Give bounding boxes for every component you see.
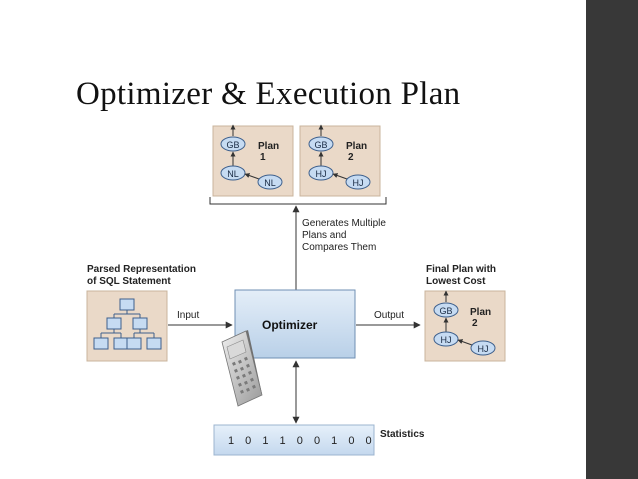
final-caption-line1: Final Plan with (426, 264, 496, 275)
plans-bracket (209, 197, 387, 205)
parse-tree-node (113, 337, 129, 350)
statistics-label: Statistics (380, 429, 425, 440)
slide-sidebar (586, 0, 638, 479)
optimizer-box: Optimizer (234, 289, 356, 359)
statistics-bit: 0 (314, 435, 320, 447)
optimizer-diagram: GB NL NL Plan 1 GB HJ HJ Plan 2 Generate… (86, 124, 506, 456)
generates-caption-line3: Compares Them (302, 242, 376, 253)
plan-1-box: GB NL NL Plan 1 (212, 124, 294, 197)
output-label: Output (374, 310, 404, 321)
plan-1-gb-node (220, 136, 246, 152)
generates-caption-line1: Generates Multiple (302, 218, 386, 229)
plan-2-hj-text: HJ (316, 169, 327, 179)
statistics-bit: 0 (245, 435, 251, 447)
calculator-icon (221, 330, 263, 407)
input-label: Input (177, 310, 199, 321)
statistics-bit: 1 (262, 435, 268, 447)
plan-1-label-line2: 1 (260, 152, 266, 163)
parse-tree-node (146, 337, 162, 350)
final-hj-node (433, 331, 459, 347)
statistics-bit: 1 (331, 435, 337, 447)
statistics-bit: 0 (366, 435, 372, 447)
plan-1-nl-node (220, 165, 246, 181)
plan-1-label-line1: Plan (258, 141, 279, 152)
final-caption-line2: Lowest Cost (426, 276, 486, 287)
parse-tree-node (106, 317, 122, 330)
plan-2-box: GB HJ HJ Plan 2 (299, 124, 381, 197)
statistics-bit: 0 (297, 435, 303, 447)
final-hj-text: HJ (441, 335, 452, 345)
final-hj-leaf-node (470, 340, 496, 356)
parsed-caption-line2: of SQL Statement (87, 276, 171, 287)
plan-2-hj-leaf-node (345, 174, 371, 190)
plan-1-nl-text: NL (227, 169, 239, 179)
final-gb-text: GB (439, 306, 452, 316)
plan-2-gb-node (308, 136, 334, 152)
plan-1-nl-leaf-text: NL (264, 178, 276, 188)
parse-tree-node (132, 317, 148, 330)
plan-2-label-line1: Plan (346, 141, 367, 152)
parse-tree-node (93, 337, 109, 350)
parse-tree-box (86, 290, 168, 362)
parse-tree-node (119, 298, 135, 311)
slide-title: Optimizer & Execution Plan (76, 76, 461, 112)
plan-2-hj-node (308, 165, 334, 181)
final-plan-box: GB HJ HJ Plan 2 (424, 290, 506, 362)
final-plan-label-line1: Plan (470, 307, 491, 318)
final-hj-leaf-text: HJ (478, 344, 489, 354)
final-plan-label-line2: 2 (472, 318, 478, 329)
generates-caption-line2: Plans and (302, 230, 346, 241)
plan-2-gb-text: GB (314, 140, 327, 150)
statistics-bit: 0 (348, 435, 354, 447)
plan-1-gb-text: GB (226, 140, 239, 150)
statistics-bit: 1 (228, 435, 234, 447)
optimizer-label: Optimizer (262, 318, 318, 332)
parsed-caption-line1: Parsed Representation (87, 264, 196, 275)
parse-tree-node (126, 337, 142, 350)
plan-2-label-line2: 2 (348, 152, 354, 163)
statistics-bit: 1 (280, 435, 286, 447)
plan-1-nl-leaf-node (257, 174, 283, 190)
plan-2-hj-leaf-text: HJ (353, 178, 364, 188)
final-gb-node (433, 302, 459, 318)
